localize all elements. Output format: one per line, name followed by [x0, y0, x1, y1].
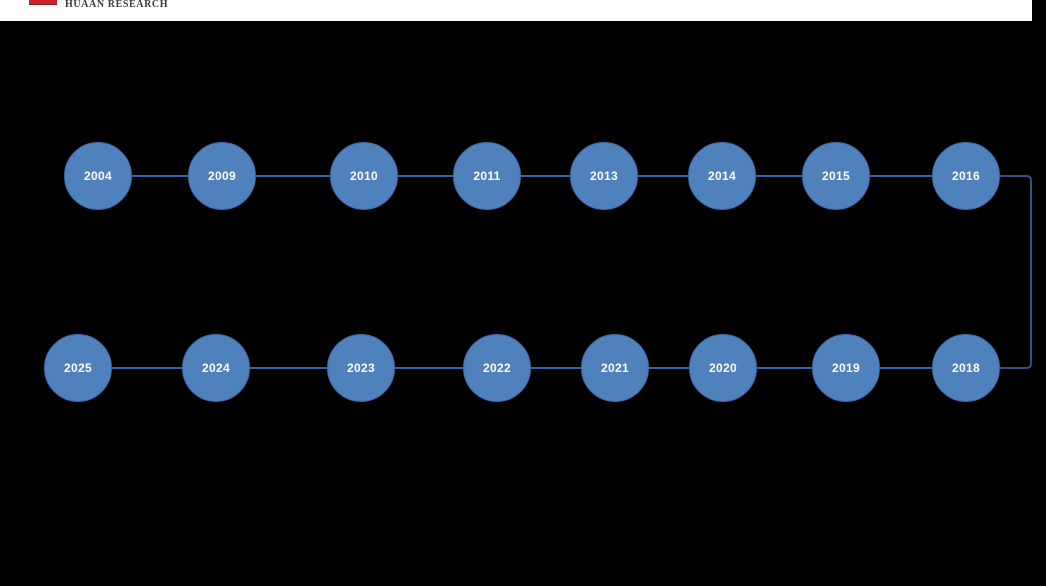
timeline-node-2009: 2009 [188, 142, 256, 210]
timeline-node-2024: 2024 [182, 334, 250, 402]
timeline-node-2019: 2019 [812, 334, 880, 402]
huaan-logo-icon [29, 0, 57, 5]
header-strip: HUAAN RESEARCH [0, 0, 1032, 21]
timeline-node-2011: 2011 [453, 142, 521, 210]
timeline-node-2020: 2020 [689, 334, 757, 402]
timeline-node-2010: 2010 [330, 142, 398, 210]
elbow-connector [999, 175, 1032, 369]
brand-name: HUAAN RESEARCH [65, 0, 169, 10]
timeline-node-2025: 2025 [44, 334, 112, 402]
timeline-node-2016: 2016 [932, 142, 1000, 210]
timeline-node-2014: 2014 [688, 142, 756, 210]
timeline-node-2013: 2013 [570, 142, 638, 210]
timeline-node-2015: 2015 [802, 142, 870, 210]
timeline-node-2018: 2018 [932, 334, 1000, 402]
timeline-node-2023: 2023 [327, 334, 395, 402]
timeline-node-2021: 2021 [581, 334, 649, 402]
timeline-node-2004: 2004 [64, 142, 132, 210]
timeline-node-2022: 2022 [463, 334, 531, 402]
